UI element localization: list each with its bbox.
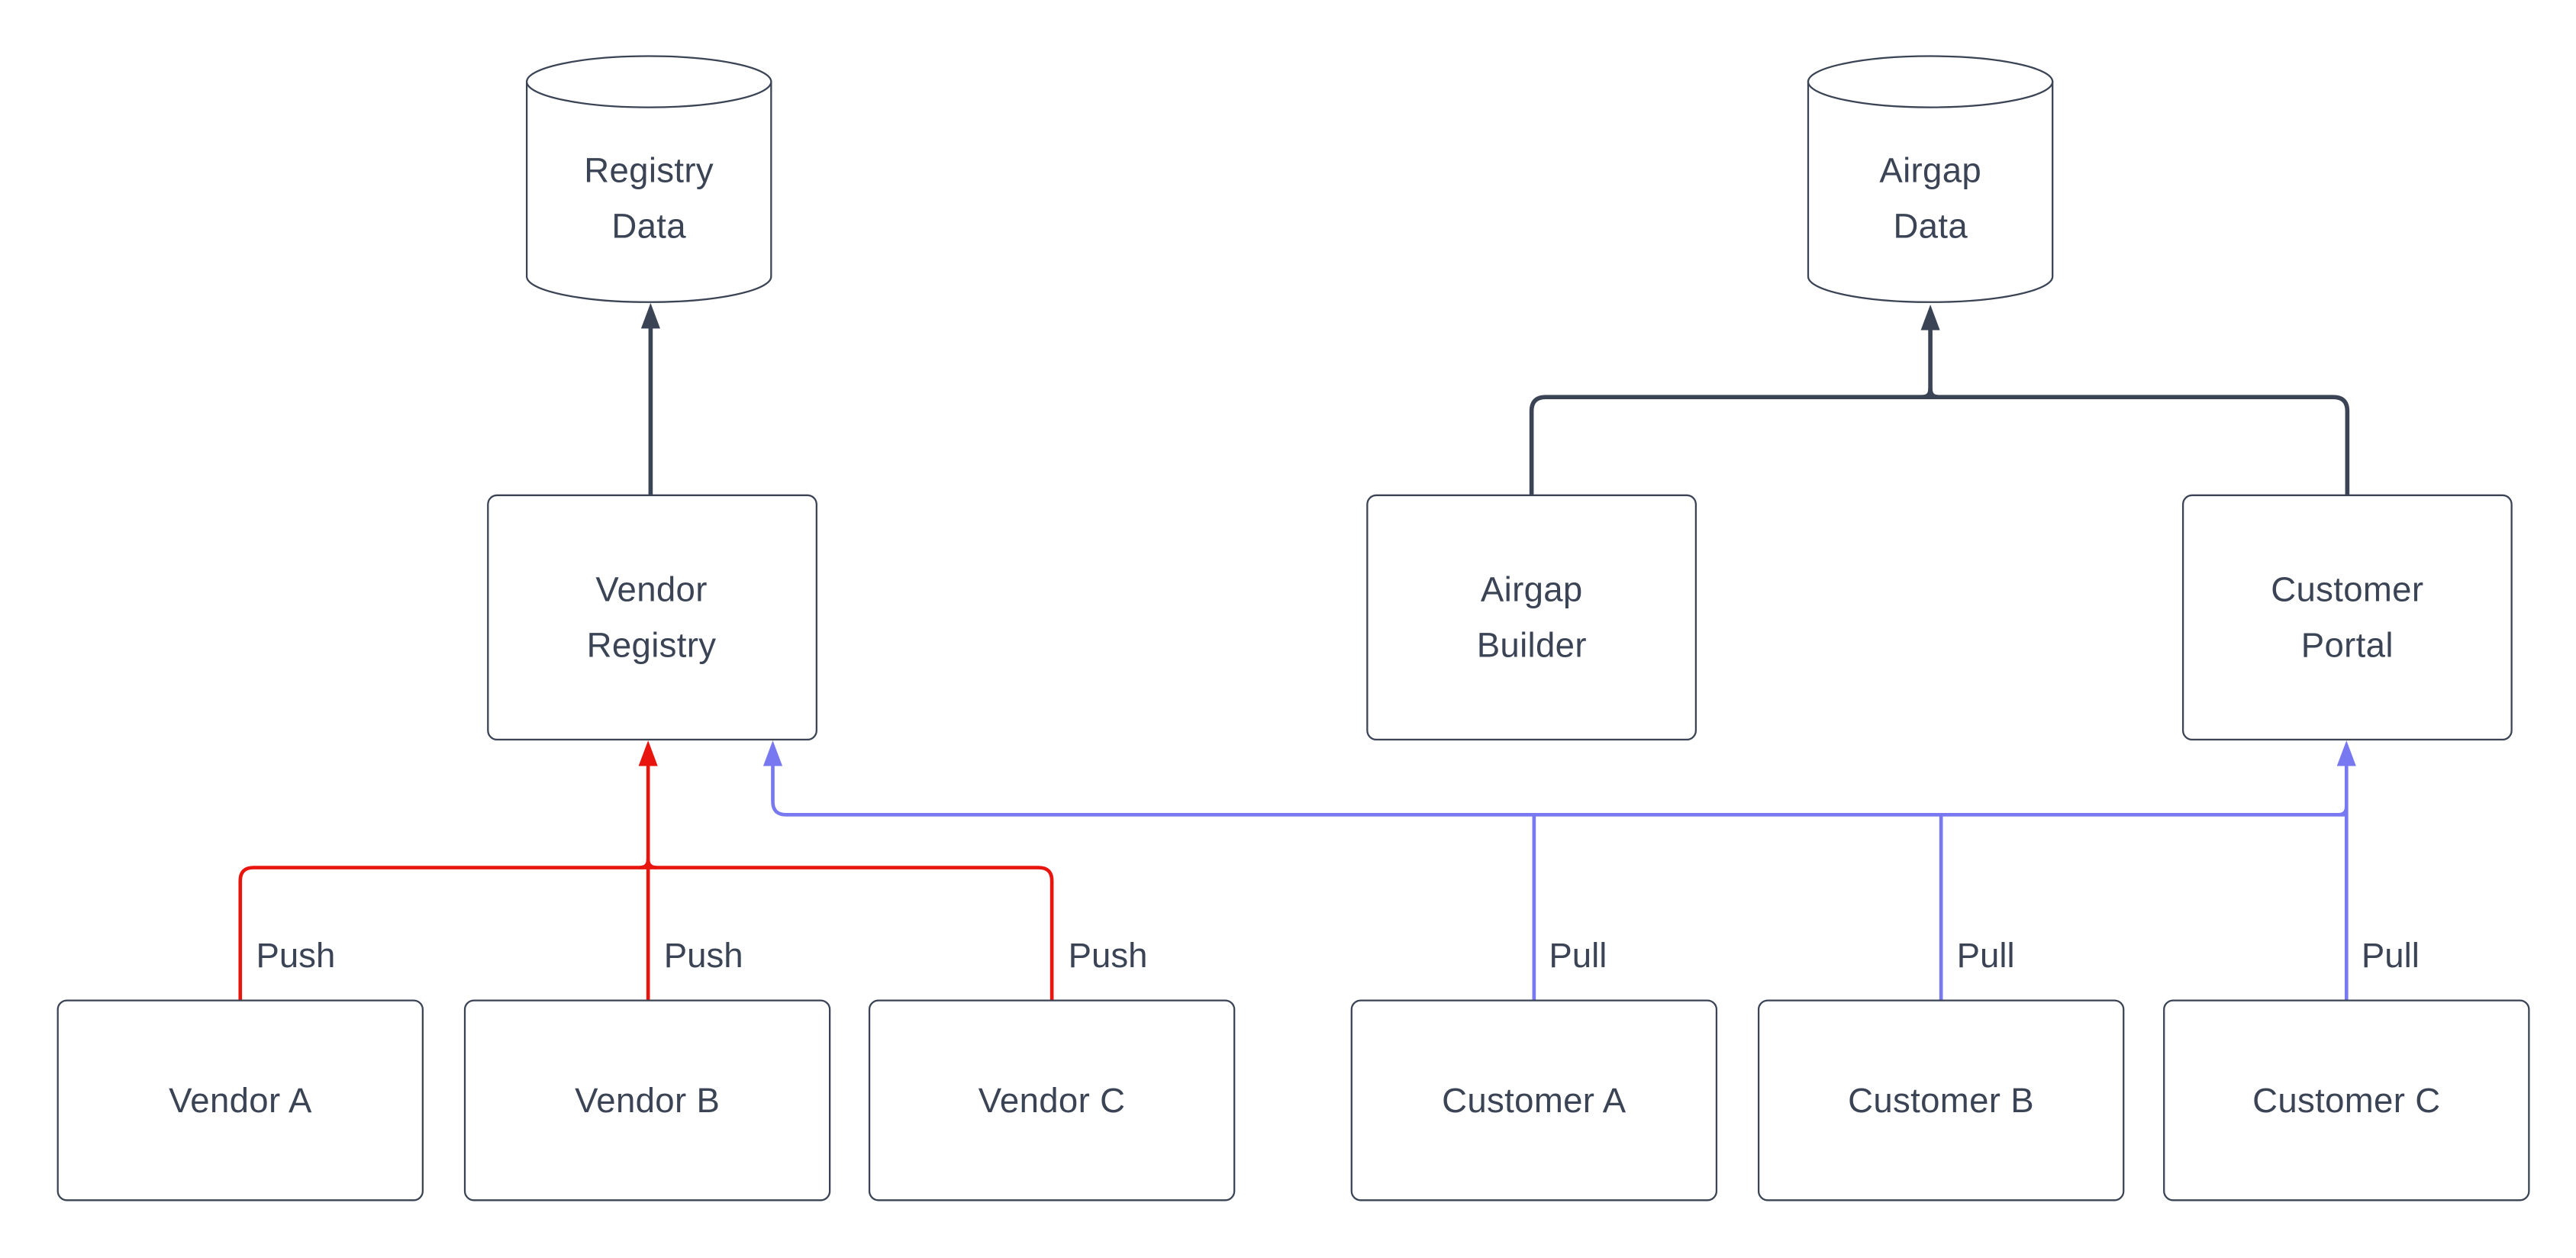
vendor-registry-node xyxy=(487,494,817,741)
pull-edge-label-b: Pull xyxy=(1956,936,2015,976)
push-edge-label-a: Push xyxy=(256,936,336,976)
customer-c-label: Customer C xyxy=(2252,1080,2441,1120)
vendor-a-label: Vendor A xyxy=(169,1080,312,1120)
customer-b-node xyxy=(1757,999,2125,1202)
pull-edge-label-c: Pull xyxy=(2361,936,2420,976)
vendor-registry-label: Vendor Registry xyxy=(586,569,717,665)
airgap-builder-node xyxy=(1366,494,1697,741)
customer-portal-label: Customer Portal xyxy=(2271,569,2424,665)
vendor-c-label: Vendor C xyxy=(978,1080,1126,1120)
registry-data-label: Registry Data xyxy=(584,150,714,246)
registry-data-cylinder xyxy=(526,55,772,303)
customer-portal-node xyxy=(2181,494,2513,741)
vendor-c-node xyxy=(868,999,1236,1202)
vendor-b-label: Vendor B xyxy=(575,1080,721,1120)
pull-tree-edge xyxy=(762,740,2356,1001)
airgap-builder-label: Airgap Builder xyxy=(1476,569,1587,665)
customer-a-node xyxy=(1350,999,1718,1202)
customer-c-node xyxy=(2163,999,2530,1202)
airgap-data-label: Airgap Data xyxy=(1879,150,1982,246)
push-tree-edge xyxy=(238,740,1054,1001)
customer-b-label: Customer B xyxy=(1848,1080,2034,1120)
customer-a-label: Customer A xyxy=(1442,1080,1627,1120)
vendor-a-node xyxy=(56,999,424,1202)
airgap-data-cylinder xyxy=(1807,55,2054,303)
push-edge-label-c: Push xyxy=(1068,936,1148,976)
vendor-registry-to-registry-data-edge xyxy=(640,302,660,495)
vendor-b-node xyxy=(463,999,831,1202)
builders-to-airgap-data-edge xyxy=(1529,305,2350,495)
pull-edge-label-a: Pull xyxy=(1549,936,1607,976)
push-edge-label-b: Push xyxy=(663,936,743,976)
